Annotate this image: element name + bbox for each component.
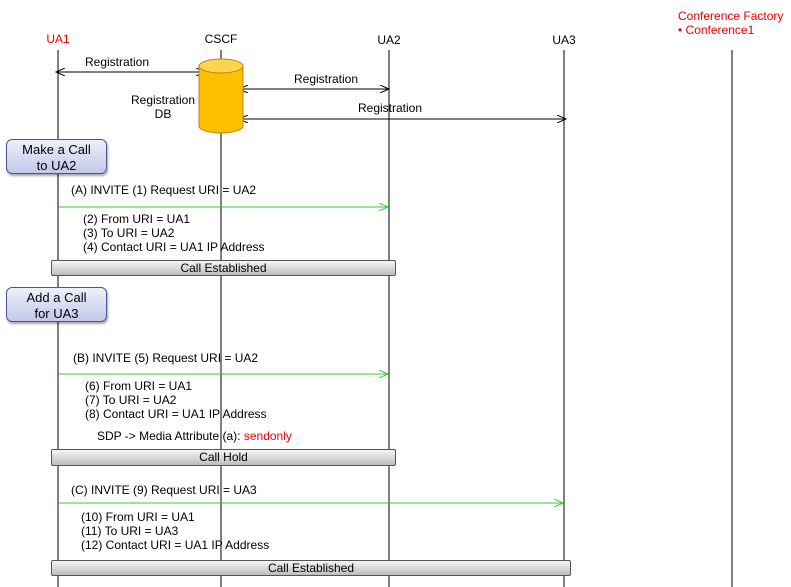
make-call-step-button[interactable]: Make a Call to UA2 — [6, 139, 107, 174]
participant-ua1: UA1 — [46, 32, 70, 46]
registration-db-label: Registration — [130, 93, 196, 107]
sdp-media-attribute: SDP -> Media Attribute (a): sendonly — [97, 429, 292, 443]
invite-a-detail: (3) To URI = UA2 — [83, 226, 175, 240]
sdp-media-attribute-prefix: SDP -> Media Attribute (a): — [97, 429, 244, 443]
invite-c-title: (C) INVITE (9) Request URI = UA3 — [71, 483, 257, 497]
registration-label-ua3: Registration — [358, 101, 423, 115]
sdp-media-attribute-value: sendonly — [243, 429, 292, 443]
add-call-label-line1: Add a Call — [26, 290, 87, 305]
add-call-label-line2: for UA3 — [34, 306, 79, 321]
add-call-step-button[interactable]: Add a Call for UA3 — [6, 287, 107, 322]
invite-b-detail: (7) To URI = UA2 — [85, 393, 177, 407]
participant-conference-factory: Conference Factory — [678, 9, 784, 23]
make-call-label-line1: Make a Call — [22, 142, 91, 157]
participant-cscf: CSCF — [204, 32, 238, 46]
participant-ua3: UA3 — [552, 33, 576, 47]
invite-c-detail: (11) To URI = UA3 — [81, 524, 179, 538]
invite-b-detail: (8) Contact URI = UA1 IP Address — [85, 407, 267, 421]
invite-a-detail: (4) Contact URI = UA1 IP Address — [83, 240, 265, 254]
status-bar-call-hold: Call Hold — [51, 449, 396, 466]
invite-b-detail: (6) From URI = UA1 — [85, 379, 193, 393]
status-bar-call-established-final: Call Established — [51, 560, 571, 576]
invite-c-detail: (10) From URI = UA1 — [81, 510, 195, 524]
make-call-label-line2: to UA2 — [36, 158, 77, 173]
invite-a-detail: (2) From URI = UA1 — [83, 212, 191, 226]
conference-list-item: • Conference1 — [678, 23, 755, 37]
registration-db-cylinder — [198, 58, 244, 134]
registration-db-label-line2: DB — [154, 107, 172, 121]
invite-c-detail: (12) Contact URI = UA1 IP Address — [81, 538, 270, 552]
status-bar-call-established: Call Established — [51, 260, 396, 276]
invite-b-title: (B) INVITE (5) Request URI = UA2 — [73, 351, 259, 365]
registration-label-ua2: Registration — [294, 72, 359, 86]
participant-ua2: UA2 — [377, 33, 401, 47]
invite-a-title: (A) INVITE (1) Request URI = UA2 — [71, 183, 257, 197]
registration-label-ua1: Registration — [85, 55, 150, 69]
